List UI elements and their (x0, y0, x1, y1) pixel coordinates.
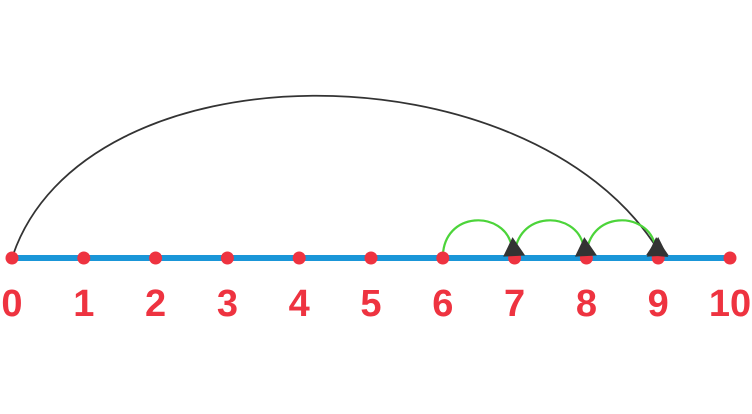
point-3 (220, 251, 234, 265)
tick-label-2: 2 (145, 283, 166, 325)
arrowhead-icon (646, 237, 669, 257)
tick-label-3: 3 (217, 283, 238, 325)
tick-label-5: 5 (360, 283, 381, 325)
tick-label-1: 1 (73, 283, 94, 325)
tick-label-6: 6 (432, 283, 453, 325)
point-0 (5, 251, 19, 265)
arrowhead-icon (503, 237, 526, 257)
jump-arc-0-to-9 (11, 94, 659, 259)
point-6 (436, 251, 450, 265)
point-1 (77, 251, 91, 265)
tick-label-9: 9 (648, 283, 669, 325)
arrowhead-icon (574, 237, 597, 257)
point-10 (723, 251, 737, 265)
number-line-labels: 0 1 2 3 4 5 6 7 8 9 10 (1, 283, 751, 325)
tick-label-7: 7 (504, 283, 525, 325)
point-2 (149, 251, 163, 265)
point-5 (364, 251, 378, 265)
point-4 (292, 251, 306, 265)
hop-arc-6-to-7 (441, 219, 513, 259)
tick-label-8: 8 (576, 283, 597, 325)
arrowheads (503, 237, 669, 257)
tick-label-4: 4 (289, 283, 310, 325)
tick-label-0: 0 (1, 283, 22, 325)
hop-arc-8-to-9 (585, 219, 657, 259)
tick-label-10: 10 (709, 283, 751, 325)
hop-arc-7-to-8 (513, 219, 585, 259)
jump-arcs (11, 94, 659, 259)
